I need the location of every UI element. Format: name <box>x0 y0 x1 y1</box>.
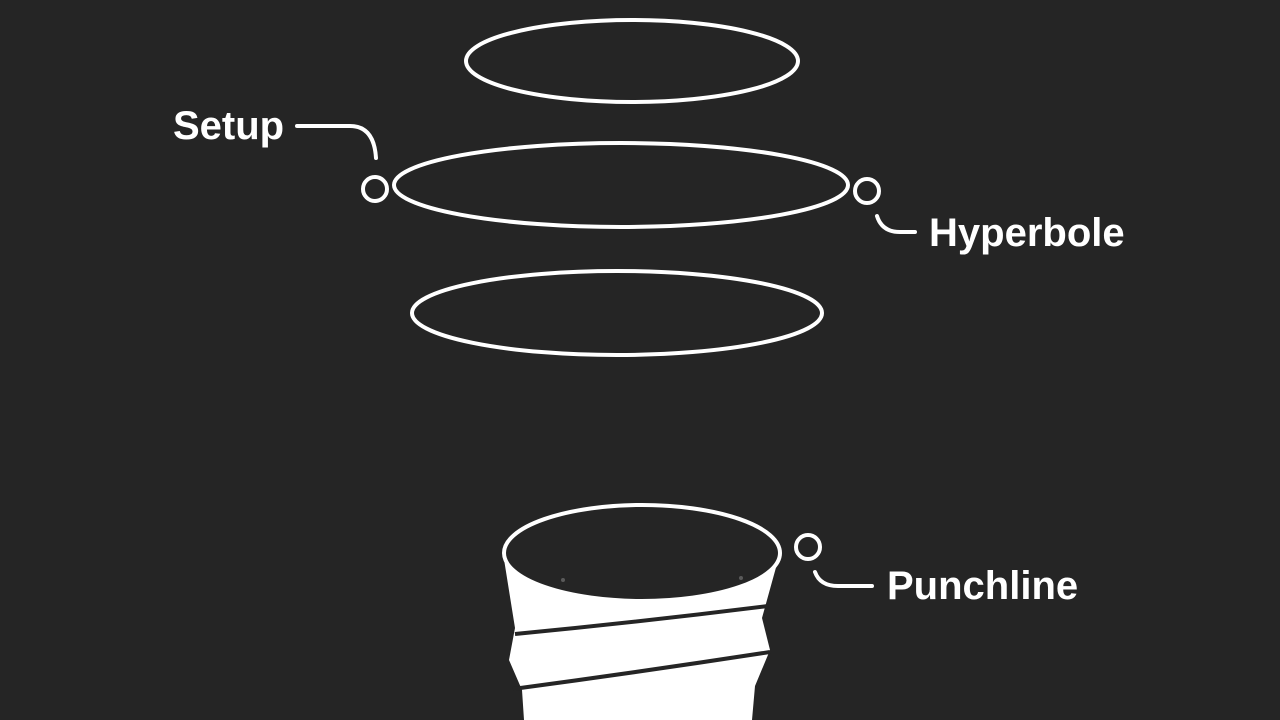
punchline-leader-line <box>813 570 874 588</box>
hyperbole-leader-line <box>875 214 917 234</box>
hyperbole-callout: Hyperbole <box>853 177 1125 255</box>
spring-rivet-left <box>561 578 565 582</box>
spring-top-opening <box>502 503 782 603</box>
spring-coil-line-2 <box>512 650 771 691</box>
hyperbole-label: Hyperbole <box>929 211 1125 255</box>
punchline-spring <box>502 503 782 720</box>
punchline-anchor-dot <box>794 533 822 561</box>
spring-coil-line-1 <box>514 604 769 636</box>
punchline-label: Punchline <box>887 564 1078 608</box>
setup-anchor-dot <box>361 175 389 203</box>
spring-rivet-right <box>739 576 743 580</box>
lower-ring <box>410 269 824 357</box>
middle-ring <box>392 141 850 229</box>
setup-label: Setup <box>173 104 284 148</box>
setup-callout: Setup <box>173 104 389 203</box>
hyperbole-anchor-dot <box>853 177 881 205</box>
top-ring <box>464 18 800 104</box>
punchline-callout: Punchline <box>794 533 1078 608</box>
setup-leader-line <box>295 124 378 160</box>
